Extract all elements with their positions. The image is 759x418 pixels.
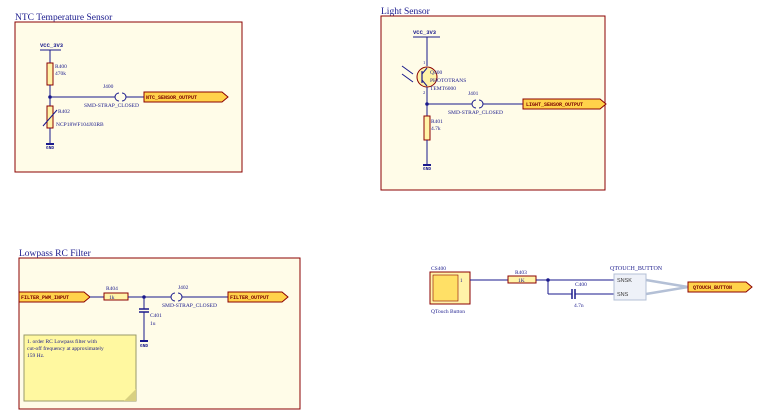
cs400-pad-inner <box>432 274 459 302</box>
cs400-label: QTouch Button <box>431 309 465 315</box>
lowpass-output-port[interactable] <box>227 291 289 303</box>
r403-value: 1K <box>518 278 525 284</box>
r403-ref: R403 <box>515 270 527 276</box>
j401-value: SMD-STRAP_CLOSED <box>448 110 503 116</box>
qtouch-pin-snsk: SNSK <box>617 278 632 284</box>
ntc-section: NTC Temperature Sensor VCC_3V3 R400 470k… <box>14 13 243 173</box>
cs400-pin: 1 <box>460 279 463 284</box>
c400-ref: C400 <box>575 282 587 288</box>
q400-emitter <box>421 79 428 87</box>
light-ground-label: GND <box>423 166 431 172</box>
j400-value: SMD-STRAP_CLOSED <box>84 103 139 109</box>
j402-ref: J402 <box>178 285 189 291</box>
r400-resistor[interactable] <box>46 62 54 86</box>
ntc-ground-label: GND <box>46 145 54 151</box>
r402-thermistor[interactable] <box>46 105 54 129</box>
note-line-1: 1. order RC Lowpass filter with <box>27 338 97 345</box>
lowpass-note <box>23 334 137 402</box>
ntc-output-label: NTC_SENSOR_OUTPUT <box>146 95 197 101</box>
r401-ref: R401 <box>431 119 443 125</box>
qtouch-section: CS400 1 QTouch Button R403 1K C400 4.7n … <box>429 266 753 315</box>
lowpass-title: Lowpass RC Filter <box>19 249 92 259</box>
ntc-title: NTC Temperature Sensor <box>15 13 113 23</box>
q400-collector <box>421 67 428 75</box>
q400-ref: Q400 <box>430 70 442 76</box>
r401-resistor[interactable] <box>423 115 431 141</box>
note-line-2: cut-off frequency at approximately <box>27 345 104 352</box>
light-output-label: LIGHT_SENSOR_OUTPUT <box>526 102 583 108</box>
c401-ref: C401 <box>150 313 162 319</box>
c401-value: 1u <box>150 321 156 327</box>
qtouch-bus-box <box>613 273 647 301</box>
q400-pin-c: 1 <box>423 60 425 65</box>
r404-value: 1k <box>109 295 115 301</box>
thermistor-slash <box>42 109 58 127</box>
r402-value: NCP18WF104J03RB <box>56 122 104 128</box>
note-line-3: 159 Hz. <box>27 353 45 359</box>
q400-pin-e: 2 <box>423 90 425 95</box>
light-power-label: VCC_3V3 <box>413 29 437 36</box>
light-section: Light Sensor VCC_3V3 1 2 Q400 PHOTOTRANS… <box>380 7 607 191</box>
q400-type: PHOTOTRANS <box>430 78 466 84</box>
r402-ref: R402 <box>58 109 70 115</box>
light-output-port[interactable] <box>522 98 607 110</box>
j402-value: SMD-STRAP_CLOSED <box>162 303 217 309</box>
lowpass-output-label: FILTER_OUTPUT <box>230 295 269 301</box>
ntc-output-port[interactable] <box>143 91 229 103</box>
note-fold <box>124 389 136 401</box>
lowpass-frame <box>18 257 301 410</box>
light-title: Light Sensor <box>381 7 431 17</box>
r401-value: 4.7k <box>431 126 441 132</box>
qtouch-output-label: QTOUCH_BUTTON <box>693 285 732 291</box>
cs400-ref: CS400 <box>431 266 446 272</box>
qtouch-output-port[interactable] <box>687 281 753 293</box>
lowpass-input-label: FILTER_PWM_INPUT <box>21 295 69 301</box>
lowpass-section: Lowpass RC Filter FILTER_PWM_INPUT R404 … <box>18 249 301 410</box>
ntc-power-label: VCC_3V3 <box>40 42 64 49</box>
j400-ref: J400 <box>103 84 114 90</box>
lowpass-input-port[interactable] <box>18 291 91 303</box>
lowpass-ground-label: GND <box>140 343 148 349</box>
q400-part: TEMT6000 <box>430 86 456 92</box>
c400-value: 4.7n <box>574 303 584 309</box>
light-ray-icon <box>401 73 414 83</box>
qtouch-pin-sns: SNS <box>617 292 629 298</box>
r404-ref: R404 <box>106 286 118 292</box>
r404-resistor[interactable] <box>103 292 129 301</box>
light-ray-icon <box>401 65 414 75</box>
r400-ref: R400 <box>55 64 67 70</box>
qtouch-bus-title: QTOUCH_BUTTON <box>610 266 663 272</box>
j401-ref: J401 <box>468 91 479 97</box>
qtouch-bus-cable <box>645 278 689 296</box>
r400-value: 470k <box>55 71 66 77</box>
